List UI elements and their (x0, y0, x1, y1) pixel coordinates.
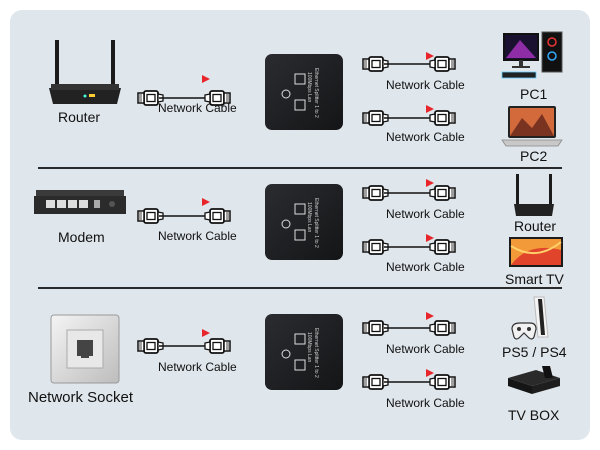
splitter-icon (265, 184, 343, 260)
modem-icon (34, 190, 126, 214)
console-icon (511, 296, 549, 340)
signal-arrow (400, 50, 436, 62)
tv-icon (509, 237, 563, 267)
cable-label: Network Cable (386, 130, 465, 144)
cable-label: Network Cable (386, 396, 465, 410)
input-cable (133, 206, 243, 226)
output-label: PC2 (520, 148, 548, 164)
splitter-name: Ethernet Splitter 1 to 2 (313, 68, 319, 118)
splitter-icon (265, 314, 343, 390)
section-divider-1 (38, 167, 562, 169)
signal-arrow (400, 367, 436, 379)
signal-arrow (400, 177, 436, 189)
cable-label: Network Cable (158, 101, 237, 115)
tv-box-icon (508, 366, 560, 394)
cable-label: Network Cable (158, 229, 237, 243)
splitter-device: Ethernet Splitter 1 to 2 100Mbps Lan (263, 52, 345, 132)
signal-arrow (176, 73, 212, 85)
cable-label: Network Cable (386, 78, 465, 92)
output-label: TV BOX (508, 407, 560, 423)
splitter-speed: 100Mbps Lan (306, 202, 312, 233)
signal-arrow (400, 310, 436, 322)
splitter-icon (265, 54, 343, 130)
signal-arrow (176, 327, 212, 339)
cable-label: Network Cable (386, 342, 465, 356)
input-cable (133, 336, 243, 356)
signal-arrow (176, 196, 212, 208)
router-icon (514, 174, 554, 216)
section-divider-2 (38, 287, 562, 289)
output-label: Router (514, 218, 557, 234)
output-cable-1 (358, 318, 468, 338)
splitter-speed: 100Mbps Lan (306, 72, 312, 103)
splitter-name: Ethernet Splitter 1 to 2 (313, 328, 319, 378)
splitter-name: Ethernet Splitter 1 to 2 (313, 198, 319, 248)
signal-arrow (400, 232, 436, 244)
splitter-device: Ethernet Splitter 1 to 2 100Mbps Lan (263, 182, 345, 262)
source-label: Modem (58, 229, 105, 245)
output-label: Smart TV (505, 271, 564, 287)
wall-socket-icon (50, 314, 120, 384)
source-label: Router (58, 109, 101, 125)
signal-arrow (400, 103, 436, 115)
output-label: PC1 (520, 86, 548, 102)
router-icon (49, 40, 121, 104)
laptop-icon (501, 106, 563, 147)
cable-label: Network Cable (386, 207, 465, 221)
splitter-device: Ethernet Splitter 1 to 2 100Mbps Lan (263, 312, 345, 392)
output-label: PS5 / PS4 (502, 344, 567, 360)
source-label: Network Socket (28, 389, 134, 406)
cable-label: Network Cable (386, 260, 465, 274)
splitter-speed: 100Mbps Lan (306, 332, 312, 363)
cable-label: Network Cable (158, 360, 237, 374)
pc-icon (501, 31, 563, 79)
